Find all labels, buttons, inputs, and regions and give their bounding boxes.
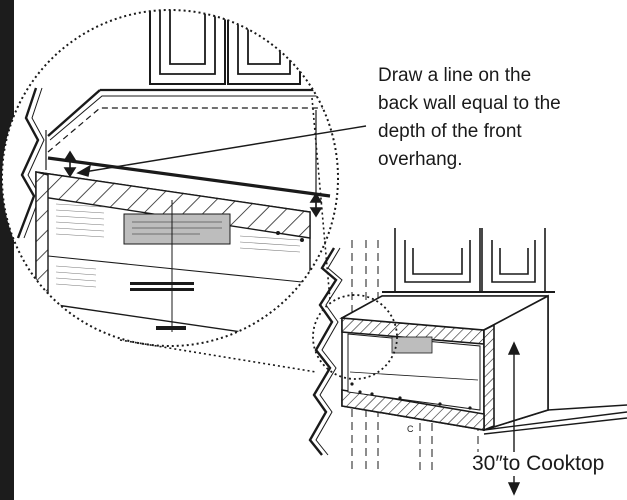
magnifier-connectors — [119, 97, 331, 373]
small-label-panel — [391, 336, 433, 354]
instruction-line-4: overhang. — [378, 149, 463, 170]
main-scene — [308, 228, 627, 470]
magnifier-small-circle — [312, 294, 398, 380]
left-margin-bar — [0, 0, 14, 500]
zoom-label-panel — [123, 213, 231, 245]
stud-lines — [351, 240, 479, 470]
cabinet-letter: C — [407, 424, 414, 434]
wall-break-line — [308, 247, 338, 456]
upper-cabinet — [382, 228, 555, 293]
instruction-line-3: depth of the front — [378, 121, 522, 142]
overhang-depth-arrows — [63, 150, 323, 218]
magnifier-large-circle — [1, 9, 339, 347]
instruction-line-1: Draw a line on the — [378, 65, 532, 86]
clearance-label: 30″to Cooktop — [470, 452, 607, 476]
callout-leader — [76, 125, 367, 177]
template-box — [339, 294, 549, 432]
zoom-detail — [2, 10, 338, 346]
instruction-line-2: back wall equal to the — [378, 93, 561, 114]
countertop — [483, 404, 627, 435]
instruction-callout: Draw a line on the back wall equal to th… — [378, 62, 618, 174]
